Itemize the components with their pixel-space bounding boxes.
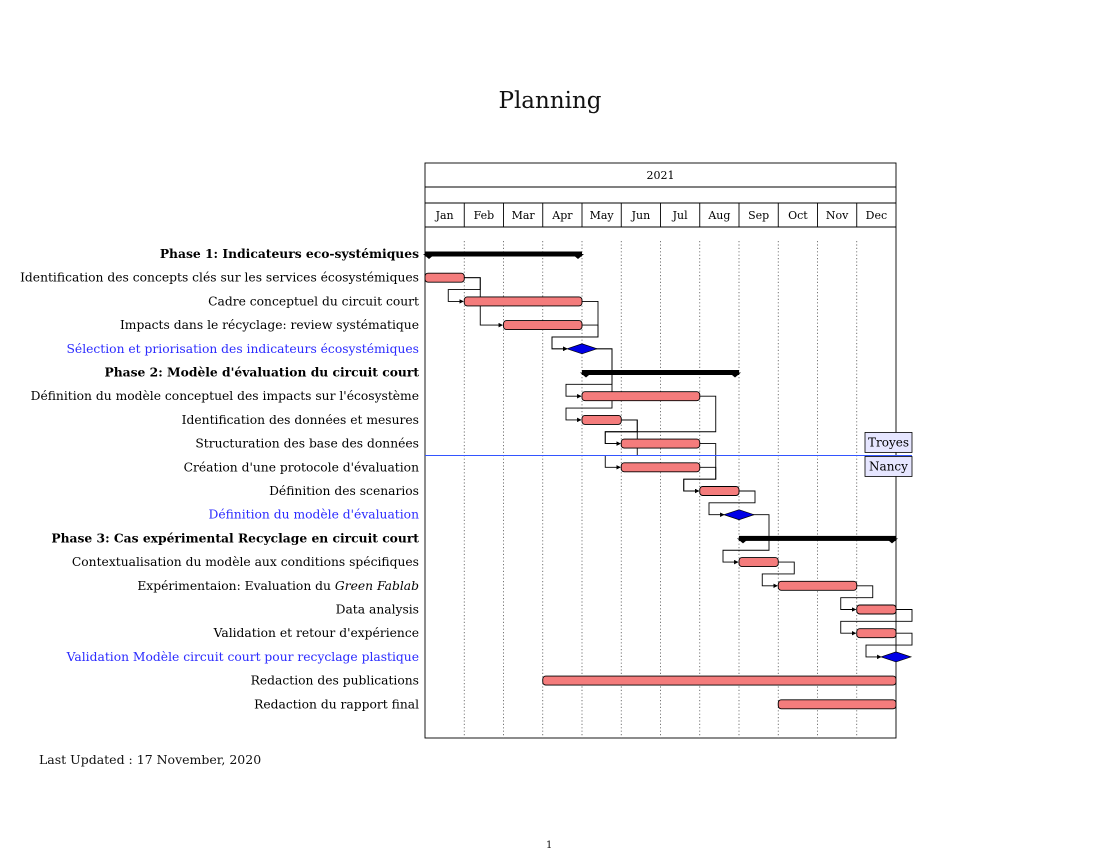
location-note-box: [864, 432, 913, 453]
chart-frame: [424, 162, 897, 739]
location-note-troyes: Troyes: [868, 435, 909, 449]
month-label-jan: Jan: [435, 209, 454, 222]
milestone-label: Définition du modèle d'évaluation: [208, 508, 419, 522]
month-label-aug: Aug: [707, 209, 730, 222]
phase-bar: [582, 370, 739, 375]
phase-label: Phase 1: Indicateurs eco-systémiques: [160, 246, 419, 261]
dependency-link: [683, 466, 717, 494]
gantt-bars: [423, 251, 913, 710]
task-label: Redaction des publications: [251, 674, 419, 688]
milestone-label: Sélection et priorisation des indicateur…: [67, 342, 420, 356]
task-label: Définition du modèle conceptuel des impa…: [31, 389, 419, 403]
month-label-sep: Sep: [748, 209, 769, 222]
task-bar: [856, 628, 897, 639]
task-label-italic: Green Fablab: [335, 579, 419, 593]
task-label-part: Expérimentaion: Evaluation du: [137, 579, 335, 593]
task-label: Contextualisation du modèle aux conditio…: [72, 555, 419, 569]
dependency-link: [464, 277, 504, 328]
chart-border: [424, 162, 897, 739]
phase-bar-cap-left: [423, 254, 435, 259]
task-bar: [503, 320, 583, 331]
dependency-link: [604, 419, 638, 446]
dependency-link: [708, 490, 756, 517]
phase-label: Phase 2: Modèle d'évaluation du circuit …: [104, 365, 419, 380]
phase-bar-cap-left: [737, 538, 749, 544]
month-label-feb: Feb: [474, 209, 495, 222]
task-bar: [620, 438, 701, 449]
task-label: Création d'une protocole d'évaluation: [184, 460, 419, 474]
task-label: Data analysis: [336, 603, 419, 617]
location-note-box: [864, 456, 913, 477]
task-bar: [581, 391, 701, 402]
task-label: Redaction du rapport final: [254, 697, 419, 711]
task-label: Validation et retour d'expérience: [213, 626, 419, 640]
task-bar: [542, 675, 897, 686]
phase-bar-cap-right: [572, 254, 584, 259]
month-gridlines: [463, 241, 858, 738]
phase-bar-cap-right: [729, 372, 741, 378]
month-label-mar: Mar: [512, 209, 536, 222]
task-bar: [620, 462, 701, 473]
phase-bar: [425, 251, 582, 257]
task-bar: [699, 486, 740, 496]
task-label: Structuration des base des données: [195, 437, 419, 451]
dependency-link: [761, 561, 795, 589]
month-label-jul: Jul: [672, 209, 688, 222]
phase-bar-cap-right: [886, 538, 898, 544]
task-bar: [777, 580, 858, 591]
phase-bar-cap-left: [580, 372, 592, 378]
milestone-label: Validation Modèle circuit court pour rec…: [66, 650, 419, 664]
milestone-diamond: [879, 651, 913, 663]
month-label-jun: Jun: [631, 209, 651, 222]
dependency-link: [840, 585, 874, 612]
task-bar: [738, 557, 779, 568]
dependency-link: [840, 609, 913, 636]
dependency-link: [865, 632, 913, 660]
dependency-link: [565, 348, 613, 423]
task-label: Définition des scenarios: [269, 484, 419, 498]
month-label-apr: Apr: [551, 209, 573, 222]
task-label: Impacts dans le récyclage: review systém…: [120, 318, 419, 332]
task-label: Identification des données et mesures: [182, 413, 419, 427]
task-bar: [424, 272, 465, 283]
month-label-oct: Oct: [788, 209, 808, 222]
task-bar: [777, 699, 897, 710]
task-bar: [463, 296, 583, 307]
phase-bar: [739, 535, 896, 541]
month-label-nov: Nov: [826, 209, 849, 222]
last-updated-text: Last Updated : 17 November, 2020: [39, 752, 262, 767]
task-labels: Phase 1: Indicateurs eco-systémiquesIden…: [20, 246, 419, 711]
dependency-link: [551, 324, 599, 352]
milestone-diamond: [722, 509, 756, 521]
milestone-diamond: [565, 343, 599, 355]
page-number: 1: [546, 840, 553, 851]
month-label-may: May: [590, 209, 615, 222]
task-label: Cadre conceptuel du circuit court: [208, 294, 419, 308]
task-label: Identification des concepts clés sur les…: [20, 271, 419, 285]
task-bar: [856, 604, 897, 615]
task-bar: [581, 414, 622, 425]
year-label: 2021: [647, 169, 675, 182]
location-note-nancy: Nancy: [869, 459, 908, 473]
dependency-links: [447, 277, 913, 660]
dependency-link: [722, 514, 770, 565]
month-label-dec: Dec: [866, 209, 888, 222]
phase-label: Phase 3: Cas expérimental Recyclage en c…: [51, 530, 419, 545]
page-title: Planning: [498, 88, 602, 114]
task-label: Expérimentaion: Evaluation du Green Fabl…: [137, 579, 419, 593]
